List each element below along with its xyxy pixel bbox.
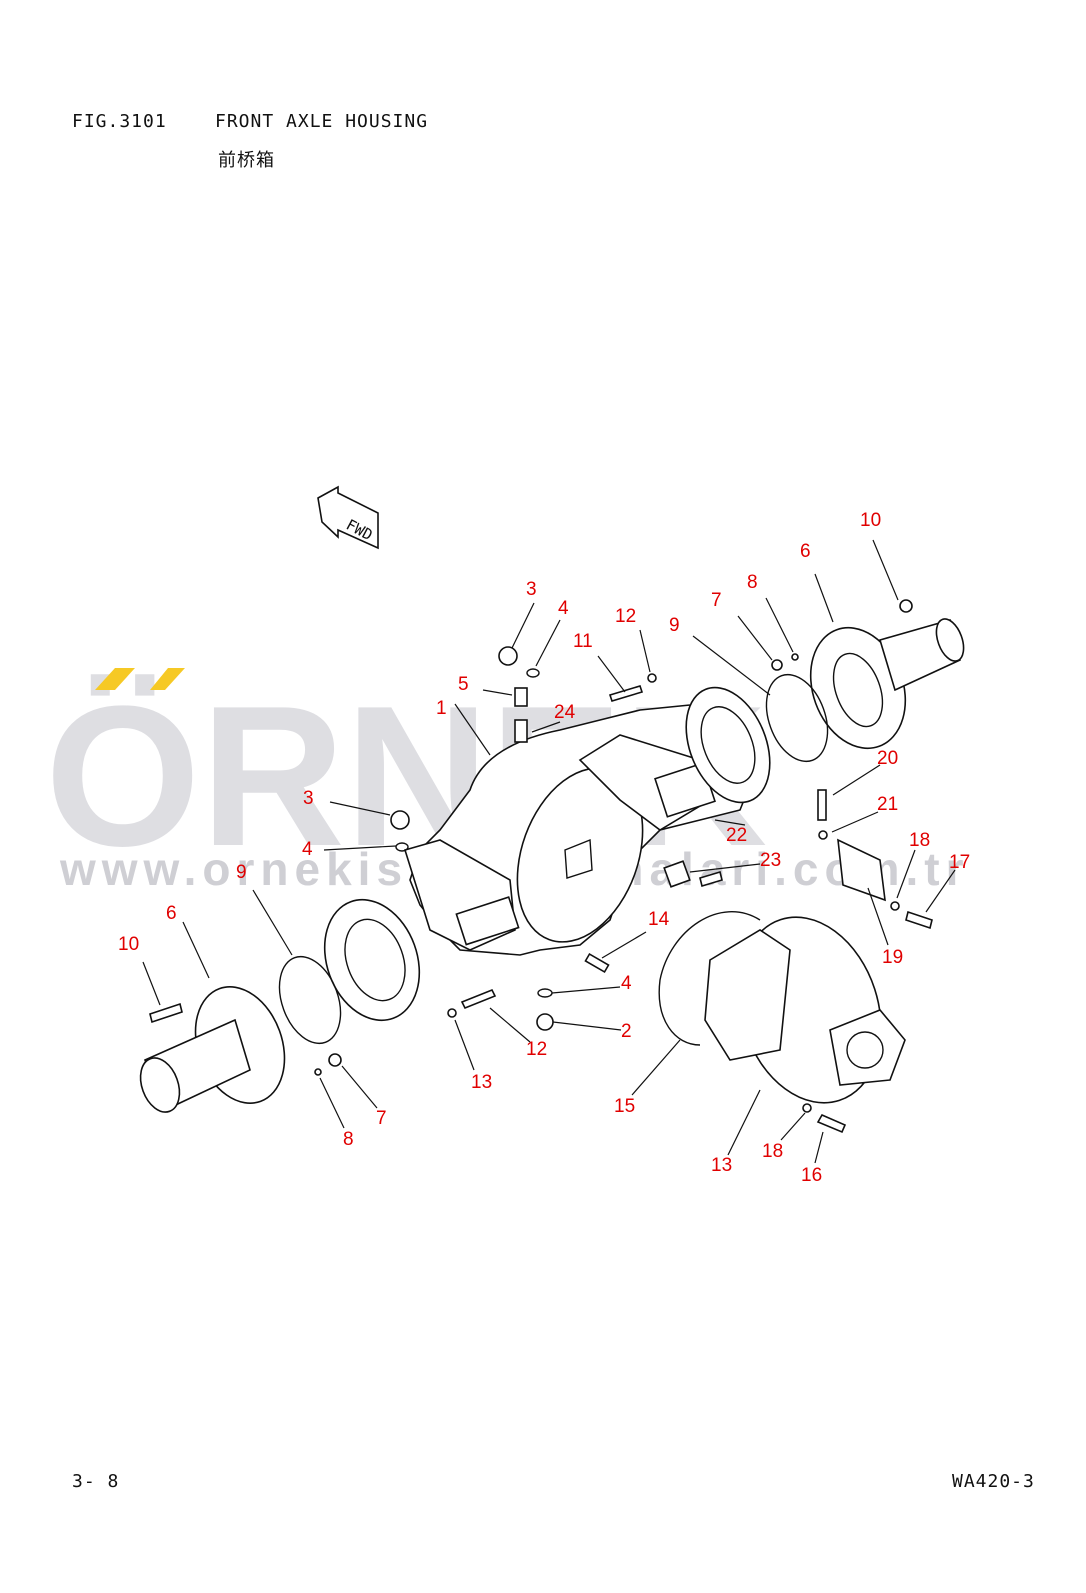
callout-18b: 18 <box>762 1141 783 1162</box>
fwd-arrow-icon: FWD <box>317 485 379 550</box>
o-ring-right-part <box>765 673 829 763</box>
right-axle-shaft-part <box>809 618 965 750</box>
callout-23: 23 <box>760 850 781 871</box>
page-number: 3- 8 <box>72 1471 120 1492</box>
callout-7b: 7 <box>376 1108 387 1129</box>
callout-12b: 13 <box>471 1072 492 1093</box>
figure-title: FRONT AXLE HOUSING <box>215 111 429 132</box>
callout-5: 5 <box>458 674 469 695</box>
callout-6b: 6 <box>166 903 177 924</box>
small-parts <box>149 599 933 1134</box>
callout-10a: 10 <box>860 510 881 531</box>
figure-title-cn: 前桥箱 <box>218 150 275 171</box>
callout-16: 16 <box>801 1165 822 1186</box>
callout-4a: 4 <box>558 598 569 619</box>
callout-17: 17 <box>949 852 970 873</box>
callout-labels: 3 4 11 12 9 7 8 6 10 5 1 24 3 4 9 6 10 2… <box>118 510 970 1186</box>
callout-8a: 8 <box>747 572 758 593</box>
callout-9b: 9 <box>236 862 247 883</box>
callout-6a: 6 <box>800 541 811 562</box>
bracket-part <box>837 838 886 902</box>
callout-9a: 9 <box>669 615 680 636</box>
callout-24: 24 <box>554 702 576 723</box>
gasket-part <box>658 911 761 1046</box>
callout-14: 14 <box>648 909 670 930</box>
callout-10b: 10 <box>118 934 139 955</box>
leader-lines <box>142 539 956 1164</box>
callout-11b: 12 <box>526 1039 547 1060</box>
left-axle-shaft-part <box>139 986 286 1113</box>
callout-13: 13 <box>711 1155 732 1176</box>
callout-4c: 4 <box>621 973 632 994</box>
model-number: WA420-3 <box>952 1471 1035 1492</box>
callout-3a: 3 <box>526 579 537 600</box>
o-ring-left-part <box>278 955 342 1045</box>
callout-18a: 18 <box>909 830 930 851</box>
figure-number: FIG.3101 <box>72 111 167 132</box>
callout-20: 20 <box>877 748 898 769</box>
callout-12a: 12 <box>615 606 636 627</box>
callout-19: 19 <box>882 947 903 968</box>
axle-housing-part <box>403 686 771 956</box>
callout-11a: 11 <box>573 631 593 652</box>
callout-8b: 8 <box>343 1129 354 1150</box>
callout-7a: 7 <box>711 590 722 611</box>
callout-4b: 4 <box>302 839 313 860</box>
callout-2: 2 <box>621 1021 632 1042</box>
callout-3b: 3 <box>303 788 314 809</box>
callout-15: 15 <box>614 1096 635 1117</box>
callout-1: 1 <box>436 698 447 719</box>
left-flange-part <box>323 898 421 1022</box>
differential-part <box>704 916 906 1104</box>
callout-22: 22 <box>726 825 747 846</box>
callout-21: 21 <box>877 794 898 815</box>
